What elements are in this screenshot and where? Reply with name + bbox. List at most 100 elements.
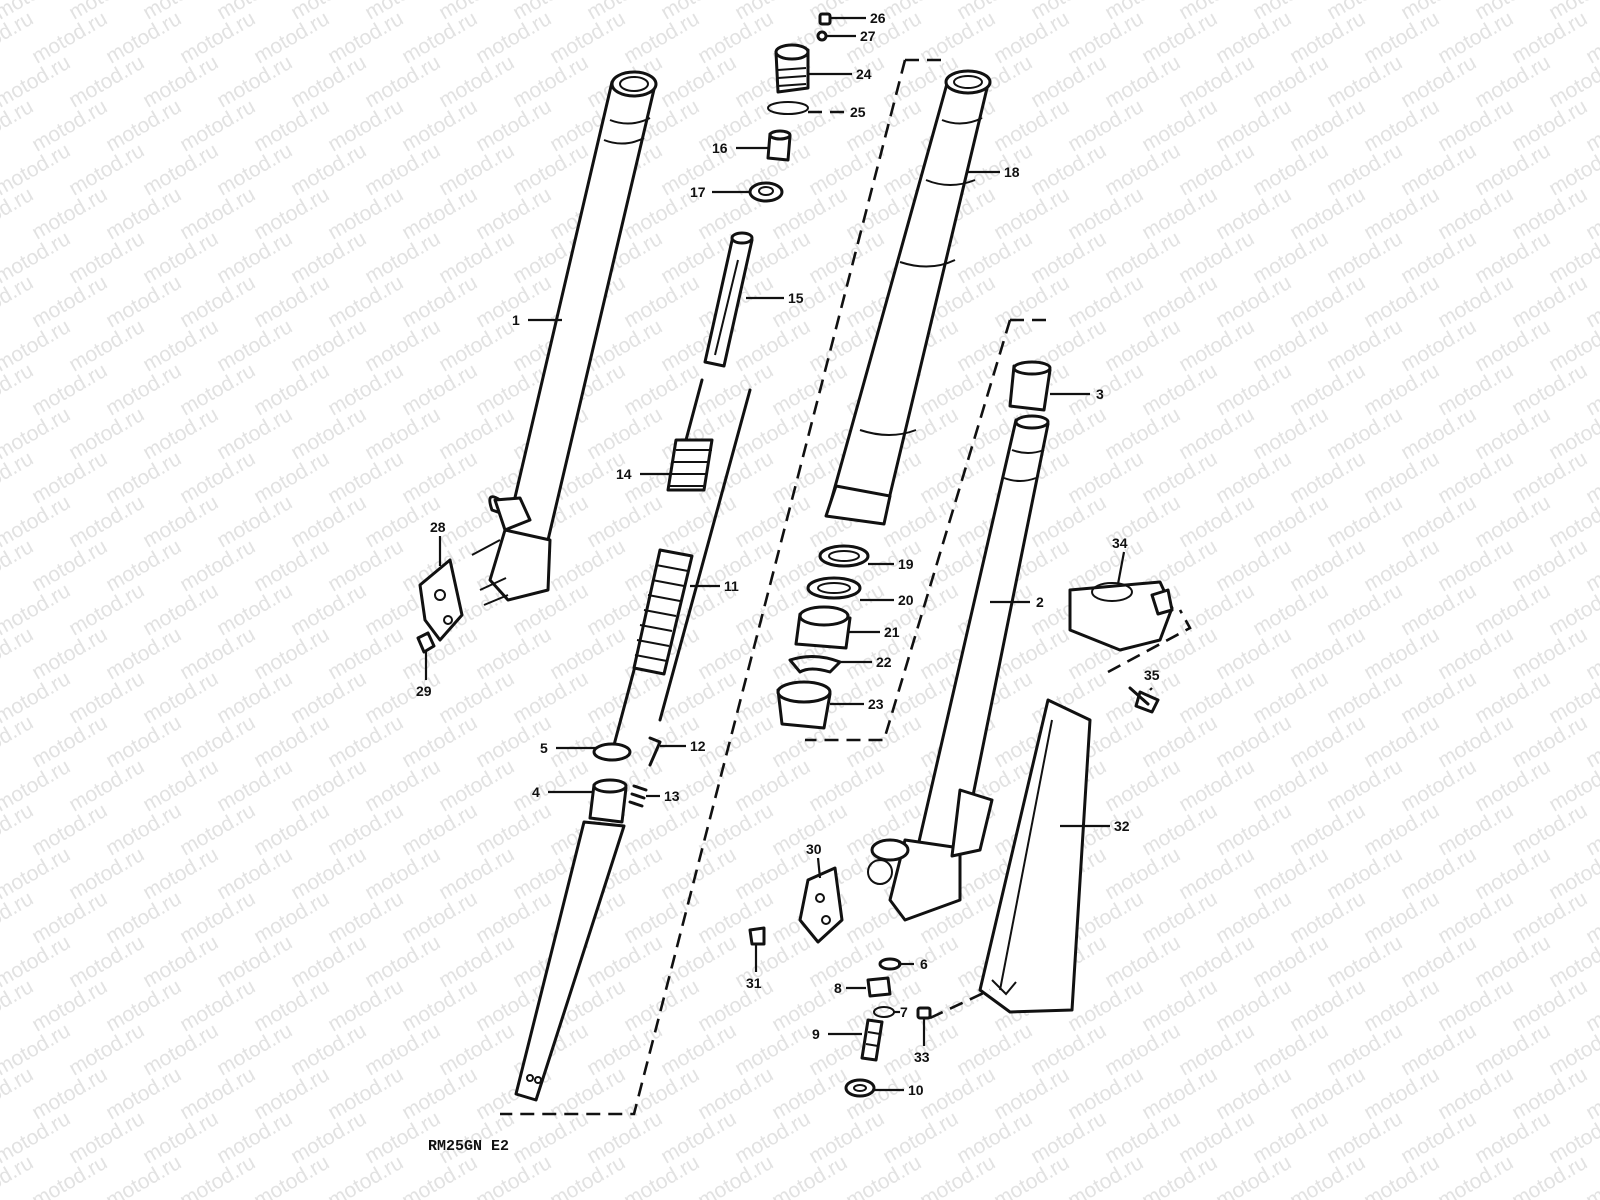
watermark-text: motod.ru: [28, 975, 111, 1036]
watermark-text: motod.ru: [398, 447, 481, 508]
watermark-text: motod.ru: [250, 7, 333, 68]
watermark-text: motod.ru: [102, 447, 185, 508]
callout-label: 8: [834, 980, 842, 996]
watermark-text: motod.ru: [1471, 755, 1554, 816]
watermark-text: motod.ru: [213, 1019, 296, 1080]
callout-19: 19: [868, 556, 914, 572]
watermark-text: motod.ru: [213, 139, 296, 200]
callout-20: 20: [860, 592, 914, 608]
callout-label: 32: [1114, 818, 1130, 834]
watermark-text: motod.ru: [1138, 7, 1221, 68]
callout-label: 17: [690, 184, 706, 200]
watermark-text: motod.ru: [583, 667, 666, 728]
watermark-text: motod.ru: [1101, 1107, 1184, 1168]
watermark-text: motod.ru: [1508, 711, 1591, 772]
assembly-dash-lines: [500, 58, 1192, 1116]
callout-2: 2: [990, 594, 1044, 610]
watermark-text: motod.ru: [250, 623, 333, 684]
watermark-text: motod.ru: [1101, 139, 1184, 200]
callout-label: 2: [1036, 594, 1044, 610]
watermark-text: motod.ru: [1360, 535, 1443, 596]
callout-label: 23: [868, 696, 884, 712]
watermark-text: motod.ru: [361, 931, 444, 992]
watermark-text: motod.ru: [1360, 975, 1443, 1036]
watermark-text: motod.ru: [1360, 359, 1443, 420]
part-32-fork-guard: [978, 698, 1092, 1014]
watermark-text: motod.ru: [102, 975, 185, 1036]
callout-31: 31: [746, 944, 762, 991]
watermark-text: motod.ru: [620, 271, 703, 332]
watermark-text: motod.ru: [657, 755, 740, 816]
watermark-text: motod.ru: [1286, 447, 1369, 508]
callout-28: 28: [430, 519, 446, 566]
watermark-text: motod.ru: [398, 95, 481, 156]
watermark-text: motod.ru: [1212, 183, 1295, 244]
callout-label: 12: [690, 738, 706, 754]
callout-label: 5: [540, 740, 548, 756]
watermark-text: motod.ru: [1434, 447, 1517, 508]
watermark-text: motod.ru: [1212, 1063, 1295, 1124]
watermark-text: motod.ru: [1249, 227, 1332, 288]
watermark-text: motod.ru: [694, 623, 777, 684]
callout-label: 21: [884, 624, 900, 640]
watermark-text: motod.ru: [657, 667, 740, 728]
watermark-text: motod.ru: [435, 139, 518, 200]
watermark-text: motod.ru: [1101, 315, 1184, 376]
watermark-text: motod.ru: [1064, 7, 1147, 68]
watermark-text: motod.ru: [1397, 843, 1480, 904]
watermark-text: motod.ru: [1212, 95, 1295, 156]
watermark-text: motod.ru: [28, 183, 111, 244]
watermark-text: motod.ru: [1471, 1107, 1554, 1168]
watermark-text: motod.ru: [1397, 667, 1480, 728]
callout-14: 14: [616, 466, 670, 482]
watermark-text: motod.ru: [28, 711, 111, 772]
watermark-text: motod.ru: [879, 1107, 962, 1168]
watermark-text: motod.ru: [398, 1063, 481, 1124]
watermark-text: motod.ru: [102, 271, 185, 332]
watermark-text: motod.ru: [1434, 1063, 1517, 1124]
part-24-cap-bolt: [774, 43, 810, 94]
part-17-seal: [748, 181, 784, 203]
callout-6: 6: [898, 956, 928, 972]
watermark-text: motod.ru: [1397, 1019, 1480, 1080]
watermark-text: motod.ru: [657, 51, 740, 112]
watermark-text: motod.ru: [1471, 1019, 1554, 1080]
callout-label: 1: [512, 312, 520, 328]
watermark-text: motod.ru: [1101, 843, 1184, 904]
watermark-text: motod.ru: [176, 183, 259, 244]
callout-label: 19: [898, 556, 914, 572]
watermark-text: motod.ru: [1138, 359, 1221, 420]
callout-layer: 1 2 3 4 5 6 7 8 9 10 11 12 13 14 15 16 1…: [416, 10, 1160, 1098]
part-22-snap-ring: [788, 655, 842, 674]
callout-label: 34: [1112, 535, 1128, 551]
watermark-text: motod.ru: [1175, 403, 1258, 464]
watermark-text: motod.ru: [731, 1019, 814, 1080]
part-6-washer: [878, 957, 902, 971]
watermark-text: motod.ru: [1175, 491, 1258, 552]
watermark-text: motod.ru: [1434, 359, 1517, 420]
watermark-text: motod.ru: [731, 931, 814, 992]
watermark-text: motod.ru: [990, 1063, 1073, 1124]
watermark-text: motod.ru: [361, 755, 444, 816]
watermark-text: motod.ru: [1323, 755, 1406, 816]
watermark-text: motod.ru: [472, 183, 555, 244]
callout-30: 30: [806, 841, 822, 879]
callout-1: 1: [512, 312, 562, 328]
watermark-text: motod.ru: [398, 887, 481, 948]
callout-label: 14: [616, 466, 632, 482]
watermark-text: motod.ru: [1434, 7, 1517, 68]
watermark-text: motod.ru: [1249, 51, 1332, 112]
watermark-text: motod.ru: [657, 1019, 740, 1080]
watermark-text: motod.ru: [1360, 183, 1443, 244]
watermark-text: motod.ru: [583, 403, 666, 464]
watermark-text: motod.ru: [1175, 227, 1258, 288]
watermark-text: motod.ru: [361, 843, 444, 904]
watermark-text: motod.ru: [1175, 667, 1258, 728]
callout-27: 27: [826, 28, 876, 44]
watermark-text: motod.ru: [1434, 271, 1517, 332]
watermark-text: motod.ru: [1360, 887, 1443, 948]
watermark-text: motod.ru: [472, 887, 555, 948]
watermark-text: motod.ru: [620, 359, 703, 420]
part-1-outer-tube: [488, 70, 658, 602]
part-8-nut: [866, 976, 892, 998]
